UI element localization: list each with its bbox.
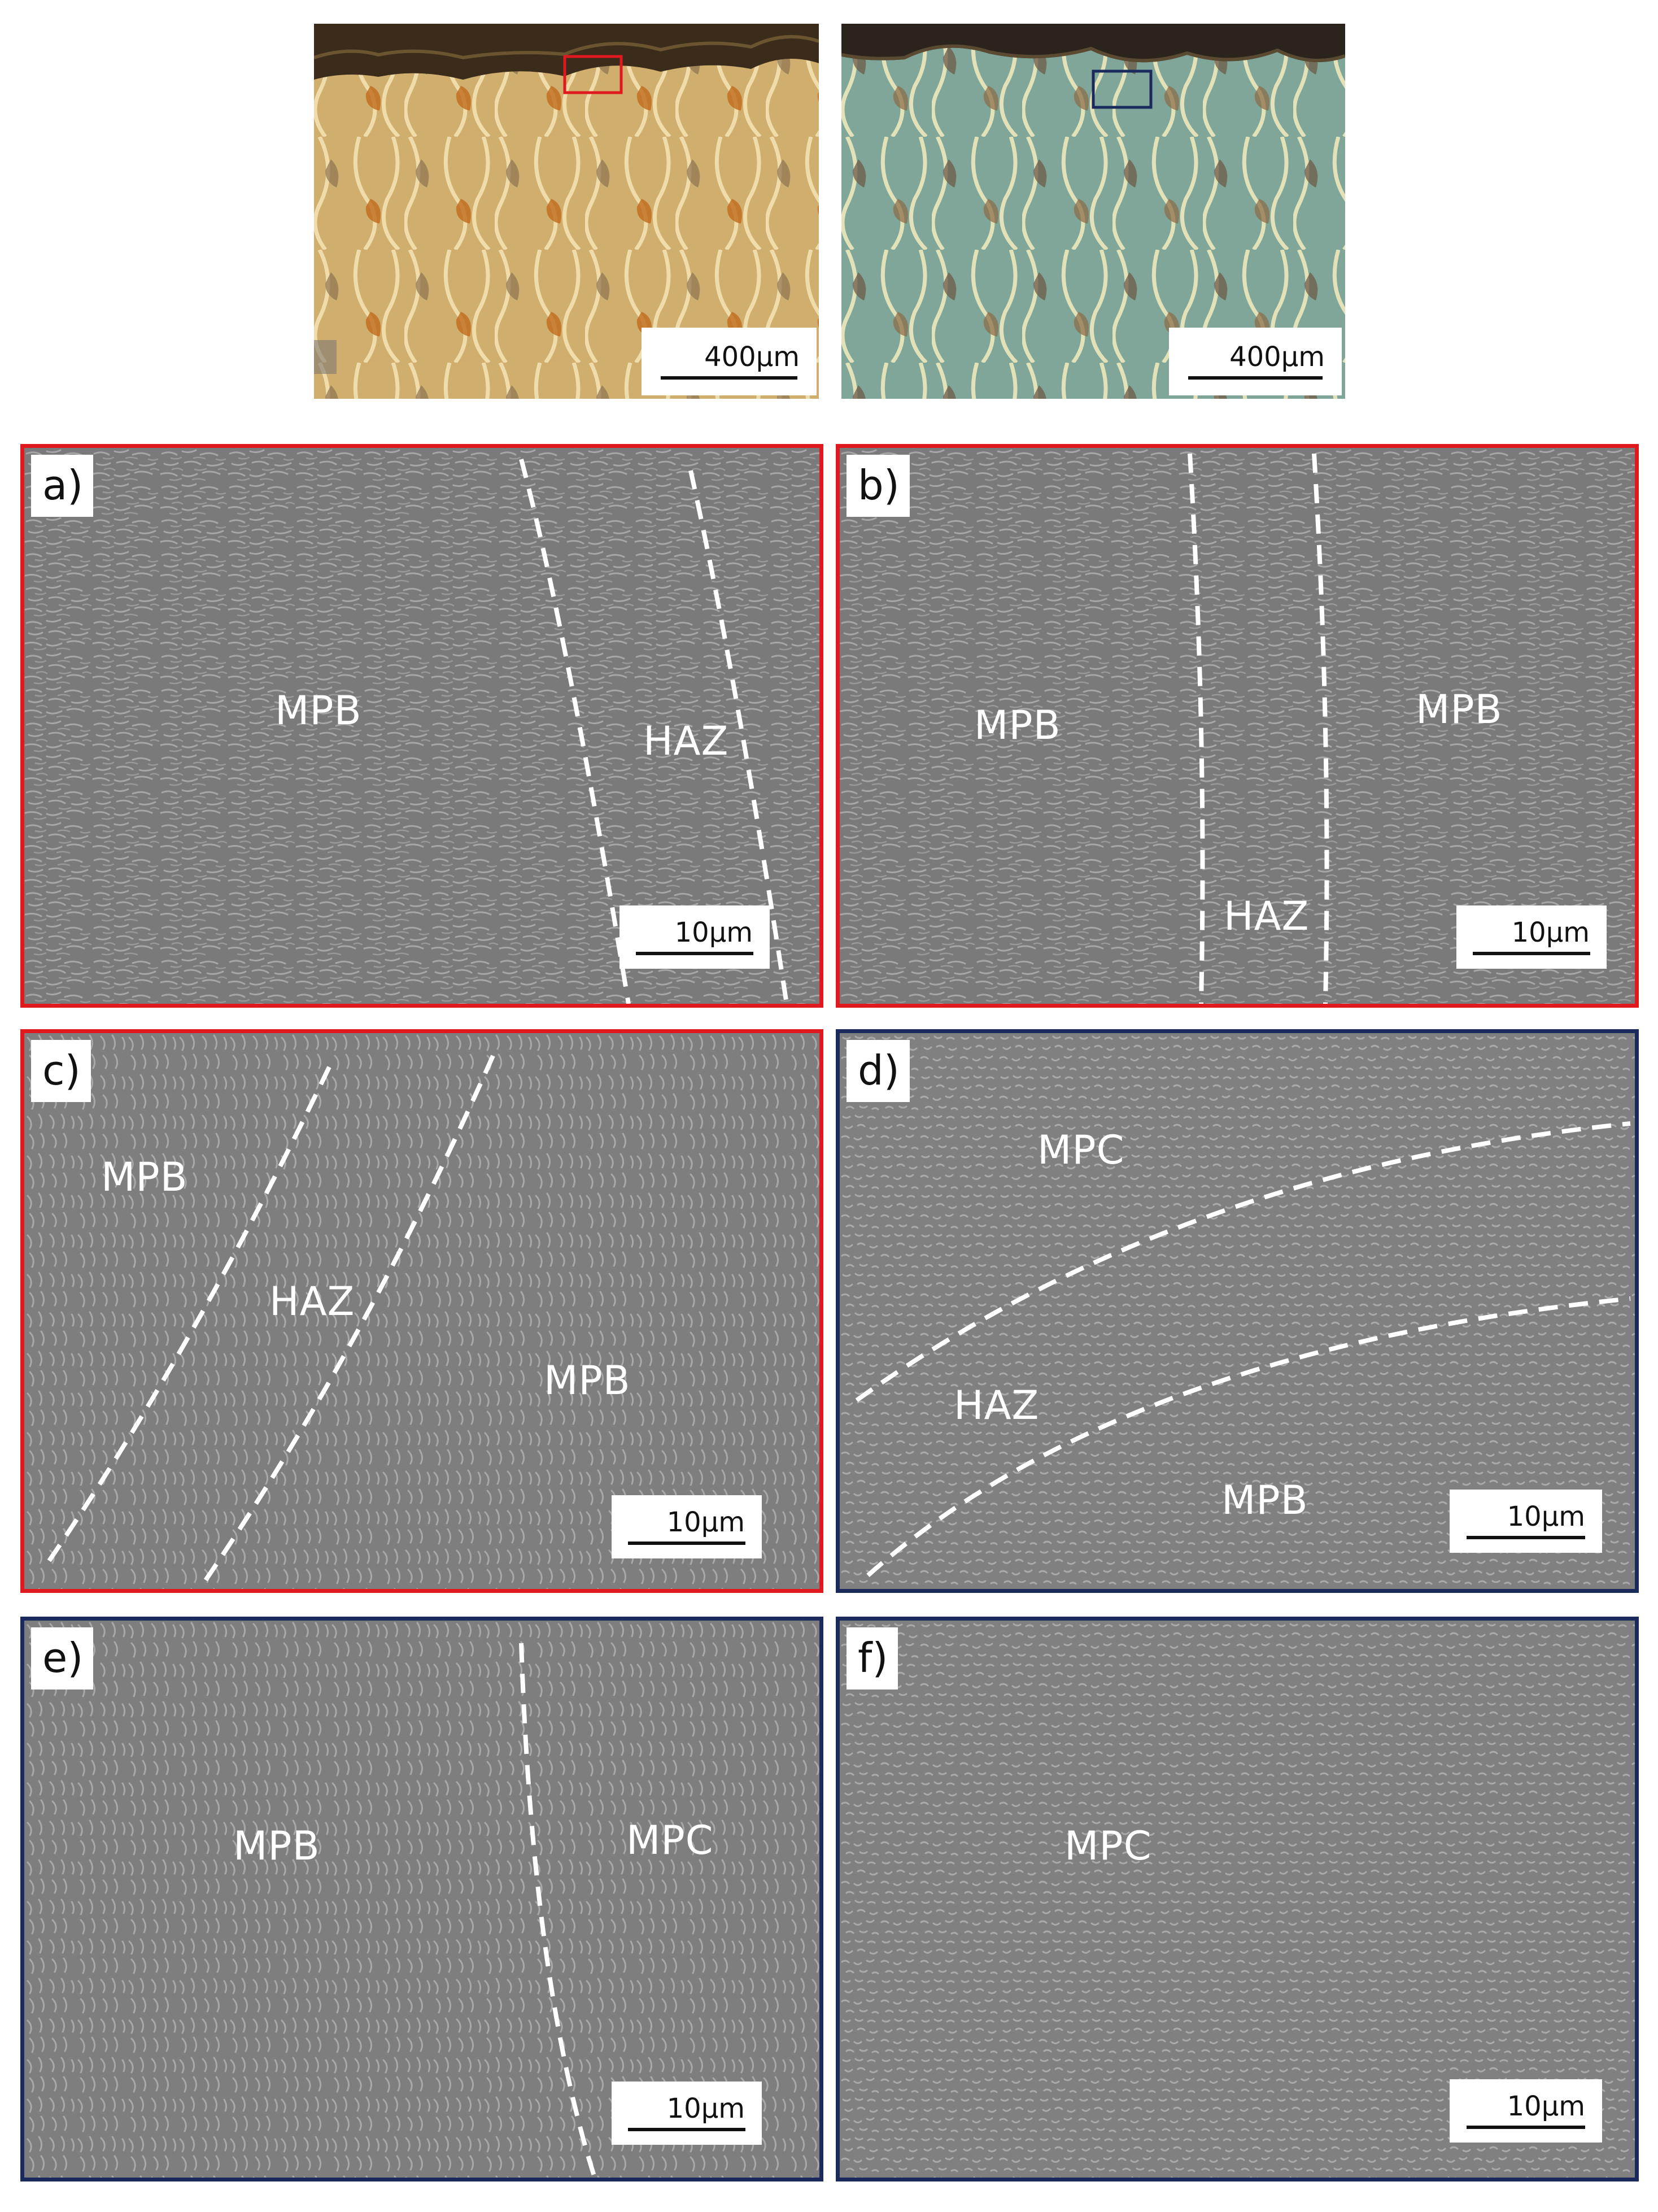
panel-f: f) MPC 10µm [836, 1617, 1639, 2181]
scale-bar-label: 10µm [1507, 1501, 1585, 1532]
scale-bar-line [1466, 1536, 1586, 1539]
region-label: MPB [1416, 686, 1503, 733]
scale-bar-optical-left: 400µm [642, 328, 817, 395]
region-label: HAZ [1224, 893, 1310, 939]
boundary-line [1312, 453, 1329, 1004]
region-label: HAZ [643, 718, 729, 764]
panel-c: c) MPB HAZ MPB 10µm [20, 1029, 823, 1593]
boundary-line [1188, 453, 1205, 1004]
boundary-line [688, 470, 789, 1004]
scale-bar-label: 10µm [1507, 2091, 1585, 2122]
scale-bar-label: 10µm [666, 1506, 745, 1538]
scale-bar: 10µm [1450, 1490, 1602, 1553]
scale-bar: 10µm [1450, 2079, 1602, 2143]
panel-letter: a) [31, 455, 94, 517]
panel-b: b) MPB MPB HAZ 10µm [836, 444, 1639, 1008]
scale-bar-line [1466, 2126, 1586, 2129]
scale-bar-label: 400µm [704, 341, 800, 373]
scale-bar-line [628, 2128, 745, 2131]
panel-letter: c) [31, 1040, 91, 1102]
scale-bar-line [636, 952, 753, 955]
boundary-line [519, 458, 631, 1004]
region-label: MPC [1037, 1127, 1125, 1173]
marker-box-blue [1092, 69, 1153, 109]
scale-bar-optical-right: 400µm [1169, 328, 1342, 395]
scale-bar-label: 10µm [1511, 917, 1590, 948]
scale-bar: 10µm [1456, 905, 1607, 969]
marker-box-red [563, 55, 623, 94]
panel-d: d) MPC HAZ MPB 10µm [836, 1029, 1639, 1593]
scale-bar: 10µm [612, 1495, 762, 1558]
region-label: MPB [544, 1357, 631, 1404]
region-label: MPC [626, 1817, 714, 1863]
region-label: MPB [275, 687, 362, 734]
region-label: MPC [1064, 1823, 1152, 1869]
panel-e: e) MPB MPC 10µm [20, 1617, 823, 2181]
scale-bar-label: 10µm [666, 2093, 745, 2124]
region-label: HAZ [954, 1382, 1040, 1429]
region-label: HAZ [269, 1278, 355, 1325]
boundary-line [866, 1296, 1631, 1577]
boundary-line [855, 1121, 1631, 1403]
panel-letter: f) [847, 1627, 898, 1690]
region-label: MPB [974, 702, 1061, 748]
scale-bar-line [661, 376, 797, 380]
boundary-line [519, 1643, 597, 2178]
scale-bar-label: 400µm [1229, 341, 1325, 373]
optical-micrograph-right: 400µm [841, 24, 1345, 399]
region-label: MPB [101, 1154, 188, 1200]
optical-image-left [314, 24, 819, 399]
boundary-line [45, 1066, 331, 1566]
panel-letter: d) [847, 1040, 910, 1102]
boundary-line [203, 1055, 495, 1583]
panel-letter: b) [847, 455, 910, 517]
scale-bar: 10µm [619, 905, 770, 969]
scale-bar-line [1473, 952, 1590, 955]
panel-a: a) MPB HAZ 10µm [20, 444, 823, 1008]
scale-bar-label: 10µm [674, 917, 753, 948]
region-label: MPB [1221, 1477, 1308, 1523]
region-label: MPB [233, 1823, 320, 1869]
scale-bar-line [628, 1542, 745, 1545]
panel-letter: e) [31, 1627, 94, 1690]
scale-bar: 10µm [612, 2082, 762, 2145]
optical-micrograph-left: 400µm [314, 24, 819, 399]
scale-bar-line [1188, 376, 1323, 380]
